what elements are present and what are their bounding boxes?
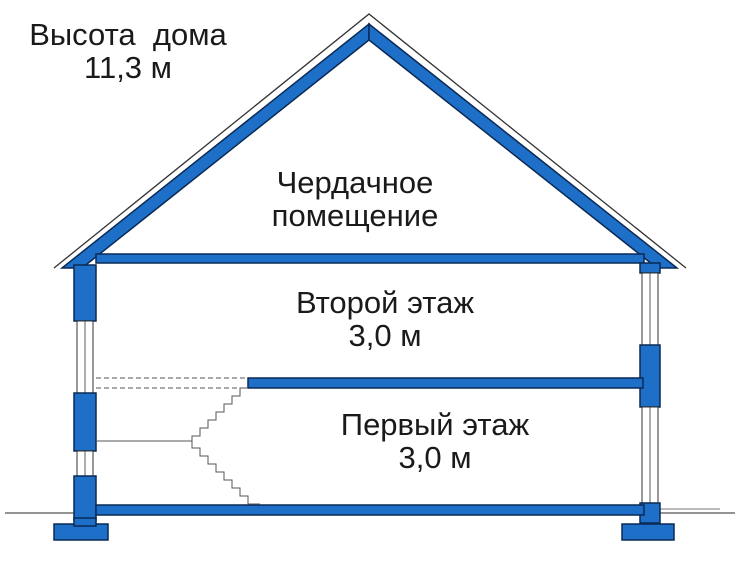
- second-floor-slab: [247, 377, 644, 389]
- right-foundation: [621, 523, 675, 541]
- right-wall-cap: [639, 262, 661, 274]
- first-floor-label: Первый этаж 3,0 м: [305, 408, 565, 475]
- first-floor-name: Первый этаж: [340, 407, 530, 442]
- attic-label-line2: помещение: [271, 198, 439, 234]
- right-wall-middle: [639, 344, 661, 408]
- left-wall-middle: [73, 392, 97, 452]
- left-wall-bottom: [73, 475, 97, 521]
- second-floor-height: 3,0 м: [348, 318, 422, 354]
- second-floor-name: Второй этаж: [295, 285, 475, 320]
- first-floor-height: 3,0 м: [398, 440, 472, 476]
- attic-floor-slab: [95, 253, 645, 264]
- house-height-title: Высота дома: [29, 17, 227, 52]
- house-height-label: Высота дома 11,3 м: [8, 18, 248, 85]
- house-height-value: 11,3 м: [84, 50, 172, 86]
- roof-outer-edge: [53, 13, 687, 269]
- left-foundation-post: [73, 517, 97, 527]
- attic-label-line1: Чердачное: [276, 165, 434, 200]
- first-floor-slab: [95, 504, 645, 516]
- second-floor-label: Второй этаж 3,0 м: [255, 286, 515, 353]
- left-wall-top: [73, 264, 97, 322]
- staircase: [96, 387, 260, 505]
- attic-label: Чердачное помещение: [230, 166, 480, 233]
